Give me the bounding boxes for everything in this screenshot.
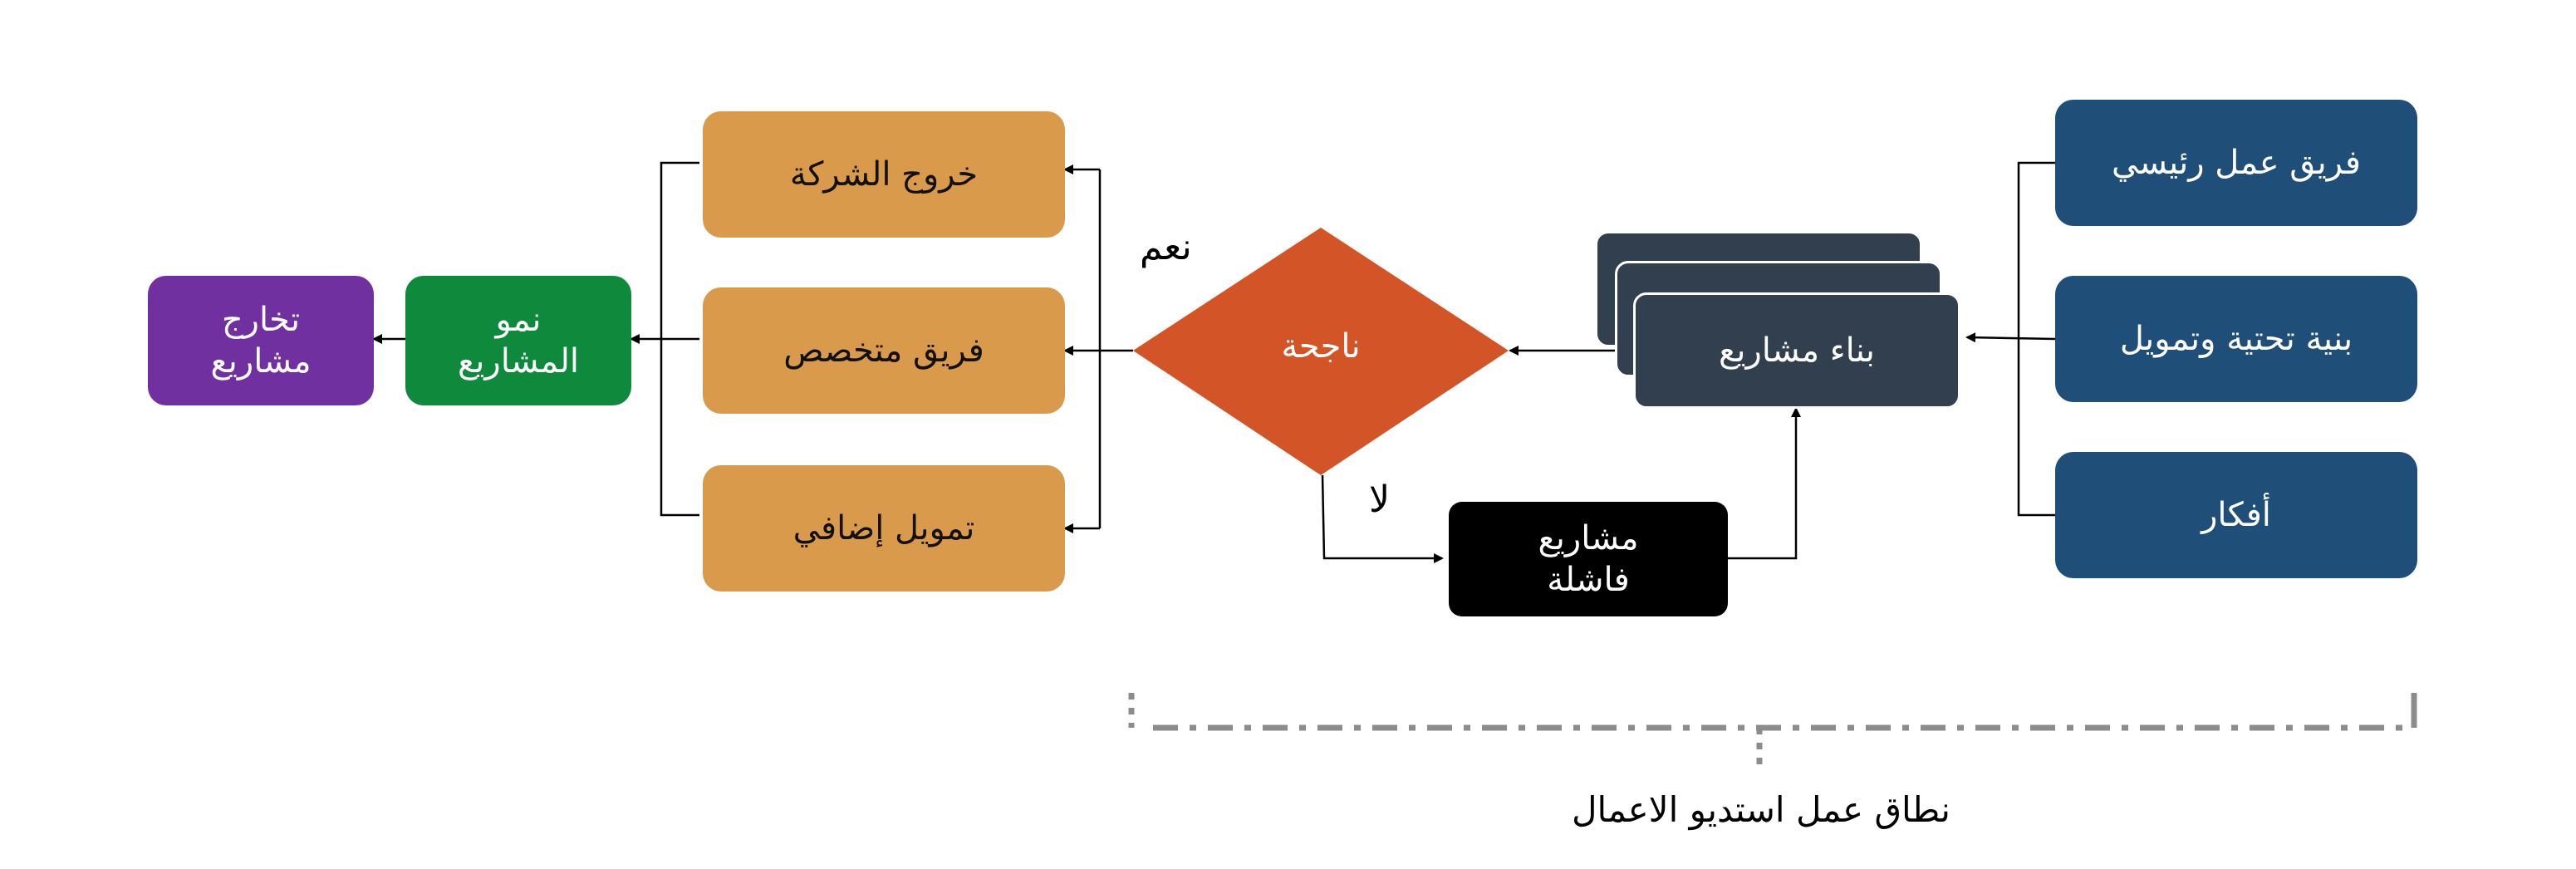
- growth-box: نمو المشاريع: [405, 276, 631, 405]
- graduation-line1: تخارج: [221, 301, 301, 339]
- no-branch-line: [1321, 474, 1444, 563]
- failed-projects-box: مشاريع فاشلة: [1449, 502, 1728, 616]
- build-projects-box: بناء مشاريع: [1633, 292, 1960, 409]
- outcome-additional-funding-label: تمويل إضافي: [792, 509, 975, 547]
- graduation-line2: مشاريع: [210, 342, 312, 380]
- failed-projects-line2: فاشلة: [1547, 561, 1630, 599]
- input-ideas-box: أفكار: [2055, 452, 2417, 578]
- input-core-team-box: فريق عمل رئيسي: [2055, 100, 2417, 226]
- failed-to-build-arrow: [1728, 407, 1801, 560]
- decision-label: ناجحة: [1281, 327, 1361, 366]
- graduation-box: تخارج مشاريع: [148, 276, 374, 405]
- no-label: لا: [1369, 479, 1391, 521]
- outcome-company-exit-label: خروج الشركة: [789, 155, 979, 194]
- outcome-additional-funding-box: تمويل إضافي: [703, 465, 1065, 592]
- scope-label: نطاق عمل استديو الاعمال: [1572, 789, 1950, 830]
- input-infrastructure-box: بنية تحتية وتمويل: [2055, 276, 2417, 402]
- inputs-to-build-arrow: [1965, 332, 2056, 343]
- decision-diamond: [1133, 228, 1509, 475]
- outcome-specialized-team-box: فريق متخصص: [703, 287, 1065, 414]
- outcome-company-exit-box: خروج الشركة: [703, 111, 1065, 238]
- input-ideas-label: أفكار: [2201, 496, 2271, 534]
- growth-line1: نمو: [495, 301, 542, 339]
- outcome-specialized-team-label: فريق متخصص: [783, 331, 984, 370]
- input-core-team-label: فريق عمل رئيسي: [2112, 144, 2361, 182]
- yes-label: نعم: [1140, 226, 1192, 268]
- failed-projects-line1: مشاريع: [1538, 519, 1639, 557]
- input-infrastructure-label: بنية تحتية وتمويل: [2119, 320, 2353, 358]
- scope-bracket: [1128, 693, 2417, 768]
- build-projects-label: بناء مشاريع: [1719, 331, 1875, 370]
- growth-line2: المشاريع: [457, 342, 580, 380]
